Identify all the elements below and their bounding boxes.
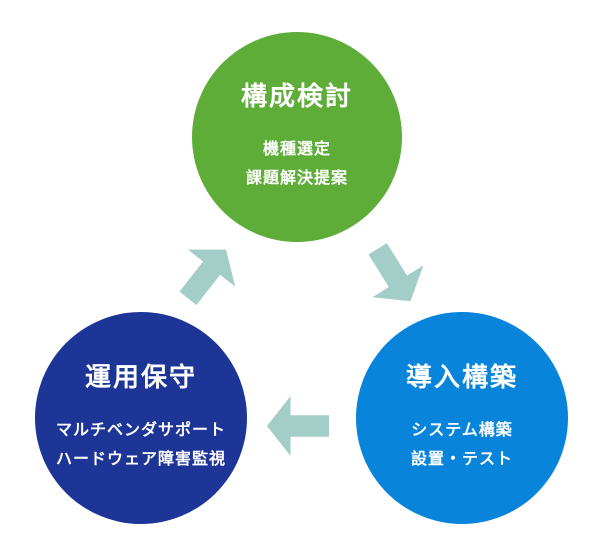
node-items: マルチベンダサポート ハードウェア障害監視	[56, 416, 226, 474]
cycle-node-configuration-study: 構成検討 機種選定 課題解決提案	[192, 32, 402, 242]
node-title: 導入構築	[405, 362, 518, 392]
node-title: 運用保守	[84, 362, 197, 392]
node-items: システム構築 設置・テスト	[411, 416, 513, 474]
node-items: 機種選定 課題解決提案	[246, 135, 348, 193]
node-item: ハードウェア障害監視	[55, 451, 226, 468]
node-item: 課題解決提案	[245, 170, 348, 187]
cycle-node-operation-maintenance: 運用保守 マルチベンダサポート ハードウェア障害監視	[35, 312, 247, 524]
node-item: 機種選定	[262, 141, 331, 158]
arrow-left-icon	[267, 396, 329, 456]
node-item: マルチベンダサポート	[55, 422, 226, 439]
node-item: システム構築	[411, 422, 513, 439]
node-title: 構成検討	[240, 81, 353, 111]
arrow-down-right-icon	[352, 233, 436, 317]
arrow-up-right-icon	[164, 231, 249, 317]
node-item: 設置・テスト	[410, 451, 513, 468]
cycle-node-deployment-build: 導入構築 システム構築 設置・テスト	[356, 312, 568, 524]
